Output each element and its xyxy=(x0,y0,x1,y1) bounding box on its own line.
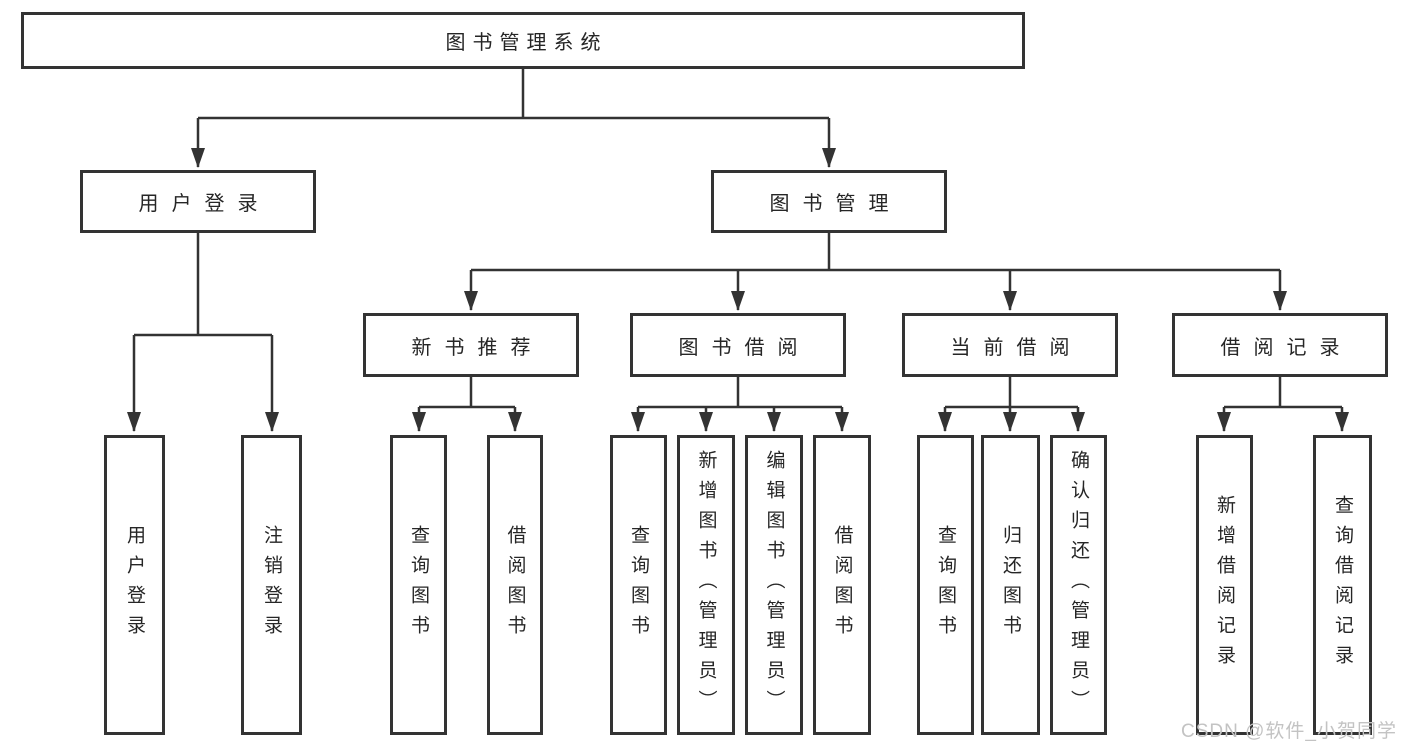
leaf-borrow-query-label: 查询图书 xyxy=(628,525,649,645)
csdn-watermark: CSDN @软件_小贺同学 xyxy=(1181,721,1397,742)
leaf-borrow-book: 借阅图书 xyxy=(813,435,871,735)
leaf-record-add: 新增借阅记录 xyxy=(1196,435,1253,735)
node-root: 图书管理系统 xyxy=(21,12,1025,69)
leaf-current-confirm-admin-label: 确认归还（管理员） xyxy=(1068,450,1089,720)
leaf-newbook-query: 查询图书 xyxy=(390,435,447,735)
leaf-borrow-add-admin-label: 新增图书（管理员） xyxy=(695,450,717,720)
node-book-management-label: 图书管理 xyxy=(769,193,902,215)
node-borrow-records: 借阅记录 xyxy=(1172,313,1388,377)
leaf-record-query-label: 查询借阅记录 xyxy=(1332,495,1353,675)
node-root-label: 图书管理系统 xyxy=(445,32,608,54)
leaf-record-query: 查询借阅记录 xyxy=(1313,435,1372,735)
node-current-borrow: 当前借阅 xyxy=(902,313,1118,377)
leaf-borrow-edit-admin: 编辑图书（管理员） xyxy=(745,435,803,735)
node-book-borrow-label: 图书借阅 xyxy=(678,336,811,359)
leaf-logout-label: 注销登录 xyxy=(261,525,282,645)
node-book-management: 图书管理 xyxy=(711,170,947,233)
leaf-newbook-borrow: 借阅图书 xyxy=(487,435,543,735)
node-user-login-label: 用户登录 xyxy=(138,193,271,215)
leaf-logout: 注销登录 xyxy=(241,435,302,735)
leaf-user-login-label: 用户登录 xyxy=(124,525,145,645)
leaf-current-query: 查询图书 xyxy=(917,435,974,735)
leaf-borrow-add-admin: 新增图书（管理员） xyxy=(677,435,735,735)
leaf-current-query-label: 查询图书 xyxy=(935,525,956,645)
node-user-login: 用户登录 xyxy=(80,170,316,233)
node-book-borrow: 图书借阅 xyxy=(630,313,846,377)
leaf-newbook-borrow-label: 借阅图书 xyxy=(504,525,526,645)
leaf-record-add-label: 新增借阅记录 xyxy=(1214,495,1235,675)
leaf-borrow-edit-admin-label: 编辑图书（管理员） xyxy=(763,450,785,720)
leaf-user-login: 用户登录 xyxy=(104,435,165,735)
node-new-book-recommend: 新书推荐 xyxy=(363,313,579,377)
leaf-newbook-query-label: 查询图书 xyxy=(408,525,429,645)
leaf-current-confirm-admin: 确认归还（管理员） xyxy=(1050,435,1107,735)
leaf-borrow-query: 查询图书 xyxy=(610,435,667,735)
leaf-current-return: 归还图书 xyxy=(981,435,1040,735)
node-current-borrow-label: 当前借阅 xyxy=(950,336,1083,359)
node-borrow-records-label: 借阅记录 xyxy=(1220,336,1353,359)
leaf-borrow-book-label: 借阅图书 xyxy=(831,525,853,645)
leaf-current-return-label: 归还图书 xyxy=(1000,525,1021,645)
node-new-book-recommend-label: 新书推荐 xyxy=(411,336,544,359)
